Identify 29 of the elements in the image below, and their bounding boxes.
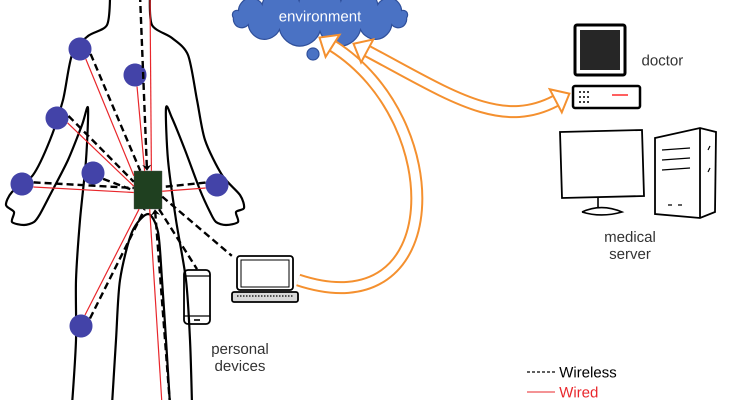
wireless-line (34, 181, 134, 190)
laptop-icon (231, 255, 299, 303)
sensor-dot (10, 172, 34, 196)
computer-label: medical server (605, 231, 655, 259)
wireless-line (158, 208, 198, 270)
wireless-line (90, 53, 142, 172)
hub-box (134, 170, 162, 210)
sensor-dot (68, 38, 92, 60)
wireless-line (161, 196, 233, 257)
wired-line (149, 0, 152, 171)
wired-line (136, 86, 146, 171)
wired-line (149, 209, 163, 400)
legend-label: Wireless (559, 366, 616, 378)
sensor-dot (46, 106, 68, 130)
wireless-line (68, 115, 135, 183)
wired-line (67, 122, 134, 187)
sensor-dot (206, 174, 228, 196)
phone-icon (183, 269, 211, 325)
legend-label: Wired (559, 386, 598, 398)
device-label: personal devices (212, 343, 268, 371)
sensor-dot (124, 64, 146, 86)
wired-line (84, 208, 140, 316)
wired-line (33, 186, 134, 194)
wired-line (85, 58, 134, 176)
wired-line (162, 187, 206, 192)
sensor-dot (70, 314, 92, 338)
wireless-line (88, 208, 146, 320)
sensor-dot (82, 162, 104, 184)
computer-label: doctor (642, 54, 683, 66)
